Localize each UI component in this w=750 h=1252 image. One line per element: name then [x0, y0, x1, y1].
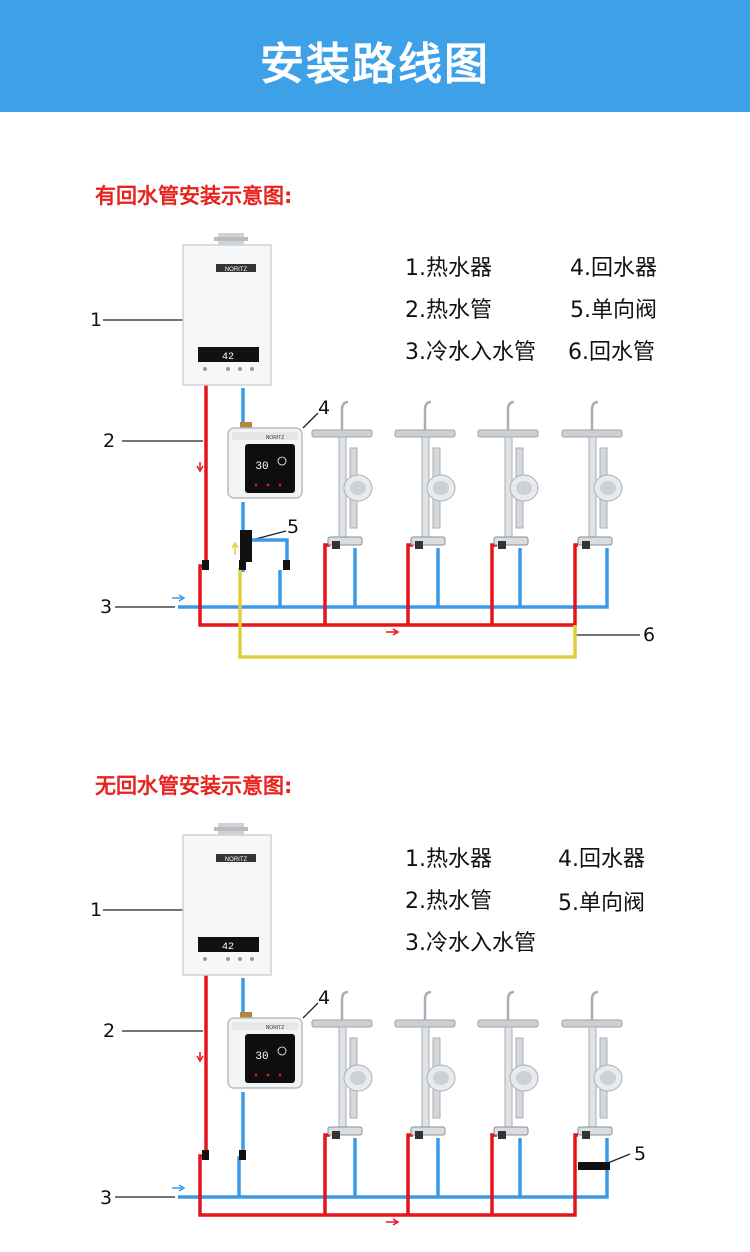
- callout-2: 2: [103, 430, 116, 452]
- shower-set: [561, 990, 623, 1139]
- svg-text:30: 30: [255, 1051, 268, 1063]
- callout-5: 5: [634, 1143, 647, 1165]
- diagram-with-return: NORITZ 42 NORITZ 30: [103, 233, 640, 659]
- check-valve: [240, 530, 252, 562]
- shower-set: [394, 400, 456, 549]
- callout-1: 1: [90, 899, 103, 921]
- legend-item: 5.单向阀: [570, 298, 657, 323]
- valves: [202, 1150, 610, 1170]
- callout-3: 3: [100, 1187, 113, 1209]
- water-heater-1: NORITZ 42: [182, 233, 272, 386]
- shower-set: [311, 400, 373, 549]
- shower-set: [311, 990, 373, 1139]
- shower-set: [477, 400, 539, 549]
- svg-text:NORITZ: NORITZ: [225, 267, 248, 273]
- callout-4: 4: [318, 987, 331, 1009]
- svg-text:NORITZ: NORITZ: [266, 1025, 285, 1031]
- page-title: 安装路线图: [260, 39, 490, 90]
- recirculation-pump-1: NORITZ 30: [227, 422, 303, 499]
- legend-item: 2.热水管: [405, 889, 492, 914]
- callout-4: 4: [318, 397, 331, 419]
- section2-title: 无回水管安装示意图:: [95, 774, 293, 798]
- legend-item: 4.回水器: [558, 847, 645, 872]
- header-banner: 安装路线图: [0, 0, 750, 112]
- cold-pipes: [178, 978, 609, 1199]
- recirculation-pump-2: NORITZ 30: [227, 1012, 303, 1089]
- water-heater-2: NORITZ 42: [182, 823, 272, 976]
- callout-2: 2: [103, 1020, 116, 1042]
- check-valve: [578, 1162, 610, 1170]
- callout-6: 6: [643, 624, 656, 646]
- svg-text:NORITZ: NORITZ: [225, 857, 248, 863]
- legend-item: 3.冷水入水管: [405, 931, 536, 956]
- section1-title: 有回水管安装示意图:: [95, 184, 293, 208]
- diagram-without-return: NORITZ 42 NORITZ 30: [103, 823, 631, 1226]
- svg-text:30: 30: [255, 461, 268, 473]
- legend-item: 1.热水器: [405, 256, 492, 281]
- legend-item: 4.回水器: [570, 256, 657, 281]
- flow-arrows: [172, 462, 400, 636]
- callout-3: 3: [100, 596, 113, 618]
- return-pipe: [238, 568, 577, 659]
- shower-set: [561, 400, 623, 549]
- callout-1: 1: [90, 309, 103, 331]
- legend-item: 6.回水管: [568, 340, 655, 365]
- svg-text:42: 42: [222, 942, 234, 953]
- legend-item: 1.热水器: [405, 847, 492, 872]
- flow-arrows: [172, 1052, 400, 1226]
- svg-text:42: 42: [222, 352, 234, 363]
- legend-item: 3.冷水入水管: [405, 340, 536, 365]
- legend-item: 2.热水管: [405, 298, 492, 323]
- svg-text:NORITZ: NORITZ: [266, 435, 285, 441]
- shower-set: [394, 990, 456, 1139]
- valves: [202, 530, 290, 570]
- leader-lines: [103, 909, 631, 1198]
- legend-item: 5.单向阀: [558, 891, 645, 916]
- callout-5: 5: [287, 516, 300, 538]
- shower-set: [477, 990, 539, 1139]
